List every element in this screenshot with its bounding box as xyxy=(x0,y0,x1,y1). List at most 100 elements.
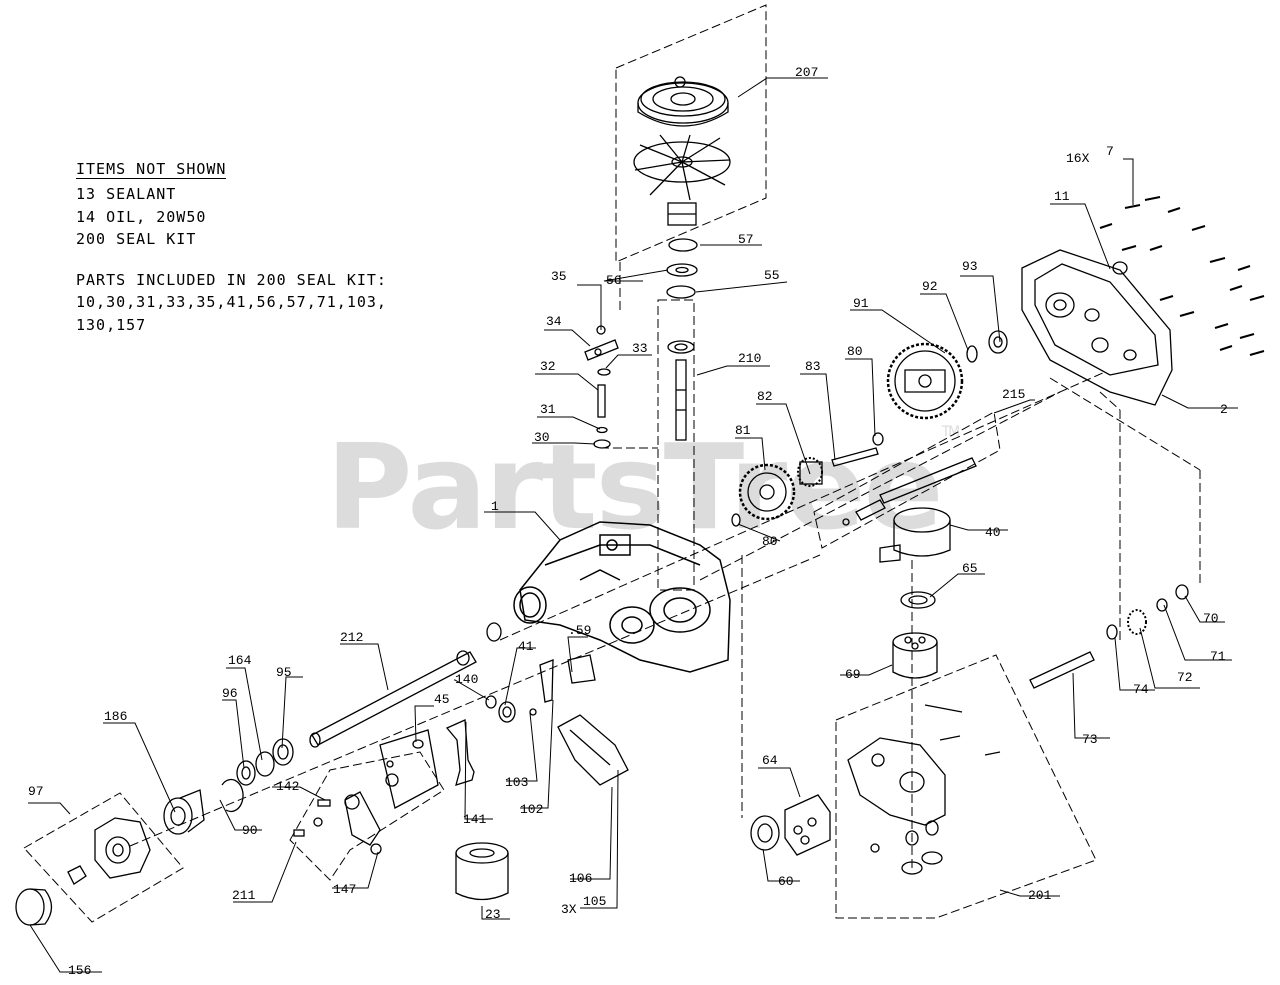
axle-212-drawing xyxy=(309,650,477,748)
ring-56-inner xyxy=(675,266,689,274)
callout-41: 41 xyxy=(518,639,534,654)
callout-156: 156 xyxy=(68,963,91,978)
callout-147: 147 xyxy=(333,882,356,897)
ring-70 xyxy=(1175,584,1189,600)
outline-201 xyxy=(835,654,1097,919)
callout-59: .59 xyxy=(568,623,591,638)
lever-102 xyxy=(539,659,554,703)
seal-kit-line: 10,30,31,33,35,41,56,57,71,103, xyxy=(76,293,387,311)
callout-35: 35 xyxy=(551,269,567,284)
ring-57 xyxy=(668,238,698,252)
fitting-11 xyxy=(1112,261,1128,275)
callout-82: 82 xyxy=(757,389,773,404)
callout-211: 211 xyxy=(232,888,256,903)
seal-kit-line: 130,157 xyxy=(76,315,147,334)
shield-106 xyxy=(557,714,629,786)
leader-lines xyxy=(28,77,1238,973)
fan-drawing xyxy=(633,134,731,201)
ring-55 xyxy=(666,285,696,299)
seal-60 xyxy=(750,815,780,851)
bearing-95-inner xyxy=(277,744,289,760)
shaft-210-drawing xyxy=(667,340,695,441)
callout-7-qty: 16X xyxy=(1066,151,1090,166)
outline-97 xyxy=(23,792,184,923)
callout-212: 212 xyxy=(340,630,363,645)
pump-201-drawing xyxy=(847,704,1001,875)
gear-81-drawing xyxy=(738,463,796,521)
bearing-96 xyxy=(236,760,256,786)
callout-11: 11 xyxy=(1054,189,1070,204)
seal-60-inner xyxy=(757,823,773,843)
washer-164 xyxy=(255,751,275,777)
callout-65: 65 xyxy=(962,561,978,576)
callout-210: 210 xyxy=(738,351,761,366)
note-line: 13 SEALANT xyxy=(76,185,177,203)
callout-81: 81 xyxy=(735,423,751,438)
callout-103: 103 xyxy=(505,775,528,790)
note-line: 14 OIL, 20W50 xyxy=(76,207,207,226)
callout-71: 71 xyxy=(1210,649,1226,664)
pulley-drawing xyxy=(637,76,729,127)
washer-31 xyxy=(596,426,608,434)
cover-2-drawing xyxy=(1021,249,1173,406)
washer-92 xyxy=(966,345,978,363)
shaft-73 xyxy=(1029,651,1095,689)
ring-56 xyxy=(666,263,698,277)
callout-96: 96 xyxy=(222,686,238,701)
callout-23: 23 xyxy=(485,907,501,922)
callout-80-upper: 80 xyxy=(847,344,863,359)
callout-164: 164 xyxy=(228,653,252,668)
callout-72: 72 xyxy=(1177,670,1193,685)
axis-line xyxy=(1099,391,1121,411)
note-line: 200 SEAL KIT xyxy=(76,230,197,248)
callout-7: 7 xyxy=(1106,144,1114,159)
shaft-215-drawing xyxy=(842,457,977,526)
callout-207: 207 xyxy=(795,65,818,80)
axis-line xyxy=(1049,377,1201,471)
callout-55: 55 xyxy=(764,268,780,283)
callout-90: 90 xyxy=(242,823,258,838)
washer-74 xyxy=(1106,624,1118,640)
callout-105: 105 xyxy=(583,894,606,909)
pin-103 xyxy=(529,708,537,716)
callout-73: 73 xyxy=(1082,732,1098,747)
outline-210 xyxy=(657,299,695,591)
bracket-211-drawing xyxy=(293,729,439,855)
bearing-95 xyxy=(272,738,294,766)
washer-45 xyxy=(412,739,424,749)
callout-102: 102 xyxy=(520,802,543,817)
callout-33: 33 xyxy=(632,341,648,356)
bracket-141 xyxy=(445,719,475,786)
items-not-shown-notes: ITEMS NOT SHOWN 13 SEALANT 14 OIL, 20W50… xyxy=(76,158,387,336)
callout-80-lower: 80 xyxy=(762,534,778,549)
items-not-shown-header: ITEMS NOT SHOWN xyxy=(76,160,227,179)
callout-69: 69 xyxy=(845,667,861,682)
seal-65-inner xyxy=(908,595,928,605)
callout-56: 56 xyxy=(606,273,622,288)
filter-23-drawing xyxy=(455,842,509,901)
callout-201: 201 xyxy=(1028,888,1052,903)
washer-80b xyxy=(731,513,741,527)
bearing-41 xyxy=(498,701,516,723)
callout-40: 40 xyxy=(985,525,1001,540)
part-drawings xyxy=(15,76,1265,926)
callout-2: 2 xyxy=(1220,402,1228,417)
callout-215: 215 xyxy=(1002,387,1025,402)
part-186-drawing xyxy=(163,789,205,835)
callout-92: 92 xyxy=(922,279,938,294)
washer-33 xyxy=(597,368,611,376)
housing-40-drawing xyxy=(879,507,951,563)
callout-140: 140 xyxy=(455,672,478,687)
seal-kit-header: PARTS INCLUDED IN 200 SEAL KIT: xyxy=(76,270,387,289)
part-59 xyxy=(567,654,596,684)
callout-32: 32 xyxy=(540,359,556,374)
shield-106-rib xyxy=(569,729,611,766)
ring-71 xyxy=(1156,598,1168,612)
callout-31: 31 xyxy=(540,402,556,417)
callout-74: 74 xyxy=(1133,682,1149,697)
callout-34: 34 xyxy=(546,314,562,329)
washer-140 xyxy=(485,695,497,709)
cap-156-drawing xyxy=(15,888,53,926)
outline-211 xyxy=(289,751,445,881)
